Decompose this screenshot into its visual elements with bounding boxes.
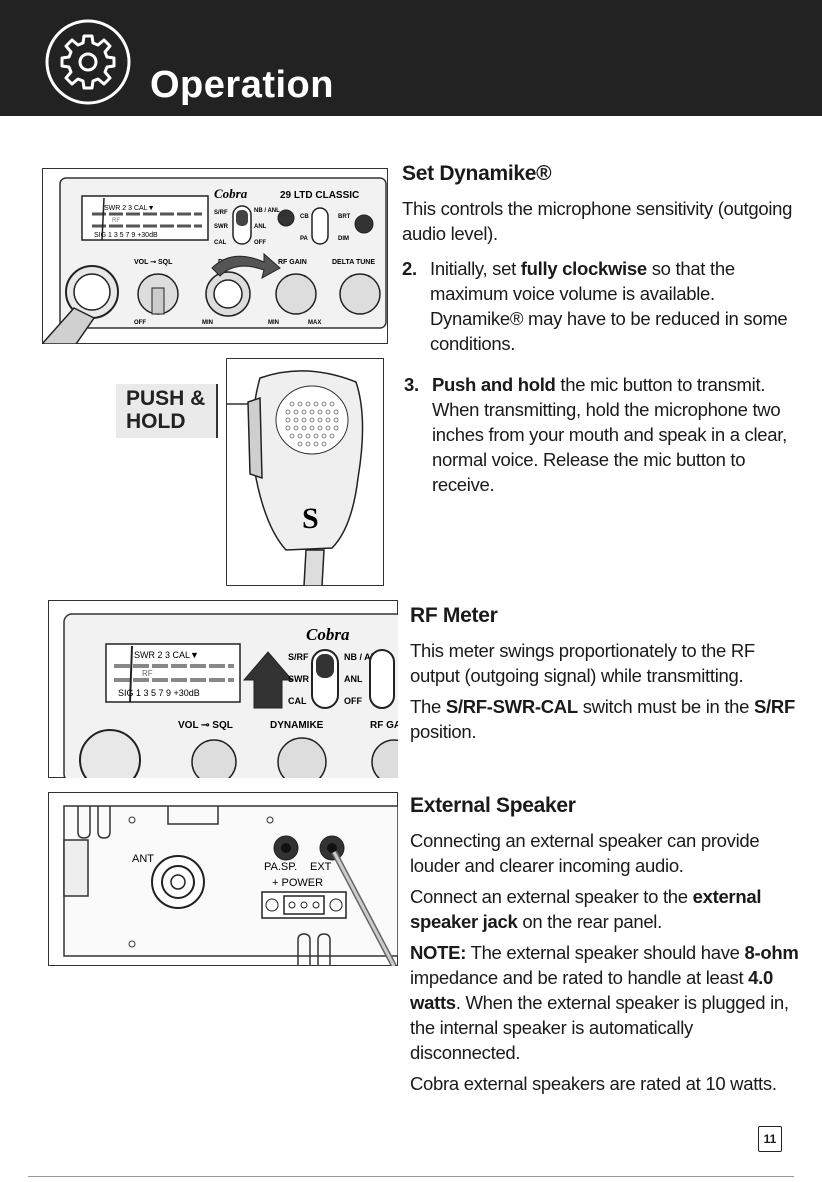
svg-text:VOL ⊸ SQL: VOL ⊸ SQL (178, 720, 233, 731)
brand-logo: Cobra (214, 186, 248, 201)
rf-meter-illustration: SWR 2 3 CAL▼ RF SIG 1 3 5 7 9 +30dB Cobr… (48, 600, 398, 778)
arrow-up-icon (242, 651, 294, 709)
push-hold-text-line2: HOLD (126, 410, 186, 433)
dynamike-intro: This controls the microphone sensitivity… (402, 198, 793, 244)
svg-text:PA: PA (300, 236, 309, 242)
power-label: + POWER (272, 877, 323, 889)
heading-set-dynamike: Set Dynamike® (402, 162, 552, 185)
svg-text:OFF: OFF (344, 696, 362, 706)
svg-text:CB: CB (300, 214, 309, 220)
section-rf-meter: RF Meter This meter swings proportionate… (410, 604, 798, 750)
page-header: Operation (0, 0, 822, 116)
ext-speaker-p1: Connecting an external speaker can provi… (410, 830, 760, 876)
svg-text:SWR: SWR (214, 224, 229, 230)
knob-label-vol-sql: VOL ⊸ SQL (134, 259, 173, 266)
ext-speaker-p4: Cobra external speakers are rated at 10 … (410, 1073, 777, 1094)
push-hold-callout: PUSH & HOLD (116, 384, 218, 438)
svg-text:MAX: MAX (308, 320, 321, 326)
svg-text:DIM: DIM (338, 236, 349, 242)
heading-rf-meter: RF Meter (410, 604, 498, 627)
cobra-logo-icon: S (302, 502, 319, 535)
svg-text:Cobra: Cobra (306, 625, 350, 644)
svg-text:MIN: MIN (202, 320, 213, 326)
heading-external-speaker: External Speaker (410, 794, 576, 817)
meter-rf-label: RF (112, 218, 120, 224)
svg-text:OFF: OFF (134, 320, 146, 326)
svg-text:S/RF: S/RF (288, 652, 309, 662)
model-name: 29 LTD CLASSIC (280, 190, 359, 201)
rf-meter-p1: This meter swings proportionately to the… (410, 640, 755, 686)
svg-text:BRT: BRT (338, 214, 351, 220)
page-title: Operation (150, 64, 334, 106)
ext-speaker-p2: Connect an external speaker to the exter… (410, 886, 762, 932)
svg-text:DYNAMIKE: DYNAMIKE (270, 720, 324, 731)
push-hold-text-line1: PUSH & (126, 387, 206, 410)
svg-text:RF GAIN: RF GAIN (370, 720, 398, 731)
svg-text:ANL: ANL (254, 224, 267, 230)
section-step-3: 3.Push and hold the mic button to transm… (404, 372, 800, 511)
meter-scale-top: SWR 2 3 CAL▼ (104, 205, 155, 212)
section-set-dynamike: Set Dynamike® This controls the micropho… (402, 162, 798, 370)
ext-label: EXT (310, 861, 332, 873)
ext-speaker-note: NOTE: The external speaker should have 8… (410, 942, 799, 1063)
microphone-illustration: S (226, 358, 384, 586)
page-number: 11 (758, 1126, 782, 1152)
svg-text:SIG 1 3 5 7 9 +30dB: SIG 1 3 5 7 9 +30dB (118, 688, 200, 698)
svg-text:OFF: OFF (254, 240, 266, 246)
rf-meter-p2: The S/RF-SWR-CAL switch must be in the S… (410, 696, 795, 742)
rear-panel-illustration: ANT PA.SP. EXT + POWER (48, 792, 398, 966)
svg-text:S/RF: S/RF (214, 210, 228, 216)
radio-front-panel-illustration: SWR 2 3 CAL▼ RF SIG 1 3 5 7 9 +30dB Cobr… (42, 168, 388, 344)
svg-text:NB / ANL: NB / ANL (344, 652, 383, 662)
bottom-rule (28, 1176, 794, 1177)
svg-text:SWR: SWR (288, 674, 309, 684)
step-3: 3.Push and hold the mic button to transm… (404, 374, 787, 495)
step-2: 2.Initially, set fully clockwise so that… (402, 258, 788, 354)
svg-text:ANL: ANL (344, 674, 363, 684)
svg-text:CAL: CAL (214, 240, 227, 246)
svg-text:CAL: CAL (288, 696, 307, 706)
ant-label: ANT (132, 853, 154, 865)
svg-text:NB / ANL: NB / ANL (254, 208, 280, 214)
knob-label-rf-gain: RF GAIN (278, 259, 307, 266)
gear-icon (45, 19, 131, 105)
svg-text:SWR 2 3 CAL▼: SWR 2 3 CAL▼ (134, 650, 199, 660)
meter-scale-bottom: SIG 1 3 5 7 9 +30dB (94, 232, 158, 239)
section-external-speaker: External Speaker Connecting an external … (410, 794, 802, 1102)
svg-text:MIN: MIN (268, 320, 279, 326)
knob-label-delta-tune: DELTA TUNE (332, 259, 375, 266)
pa-sp-label: PA.SP. (264, 861, 297, 873)
svg-text:RF: RF (142, 669, 153, 678)
